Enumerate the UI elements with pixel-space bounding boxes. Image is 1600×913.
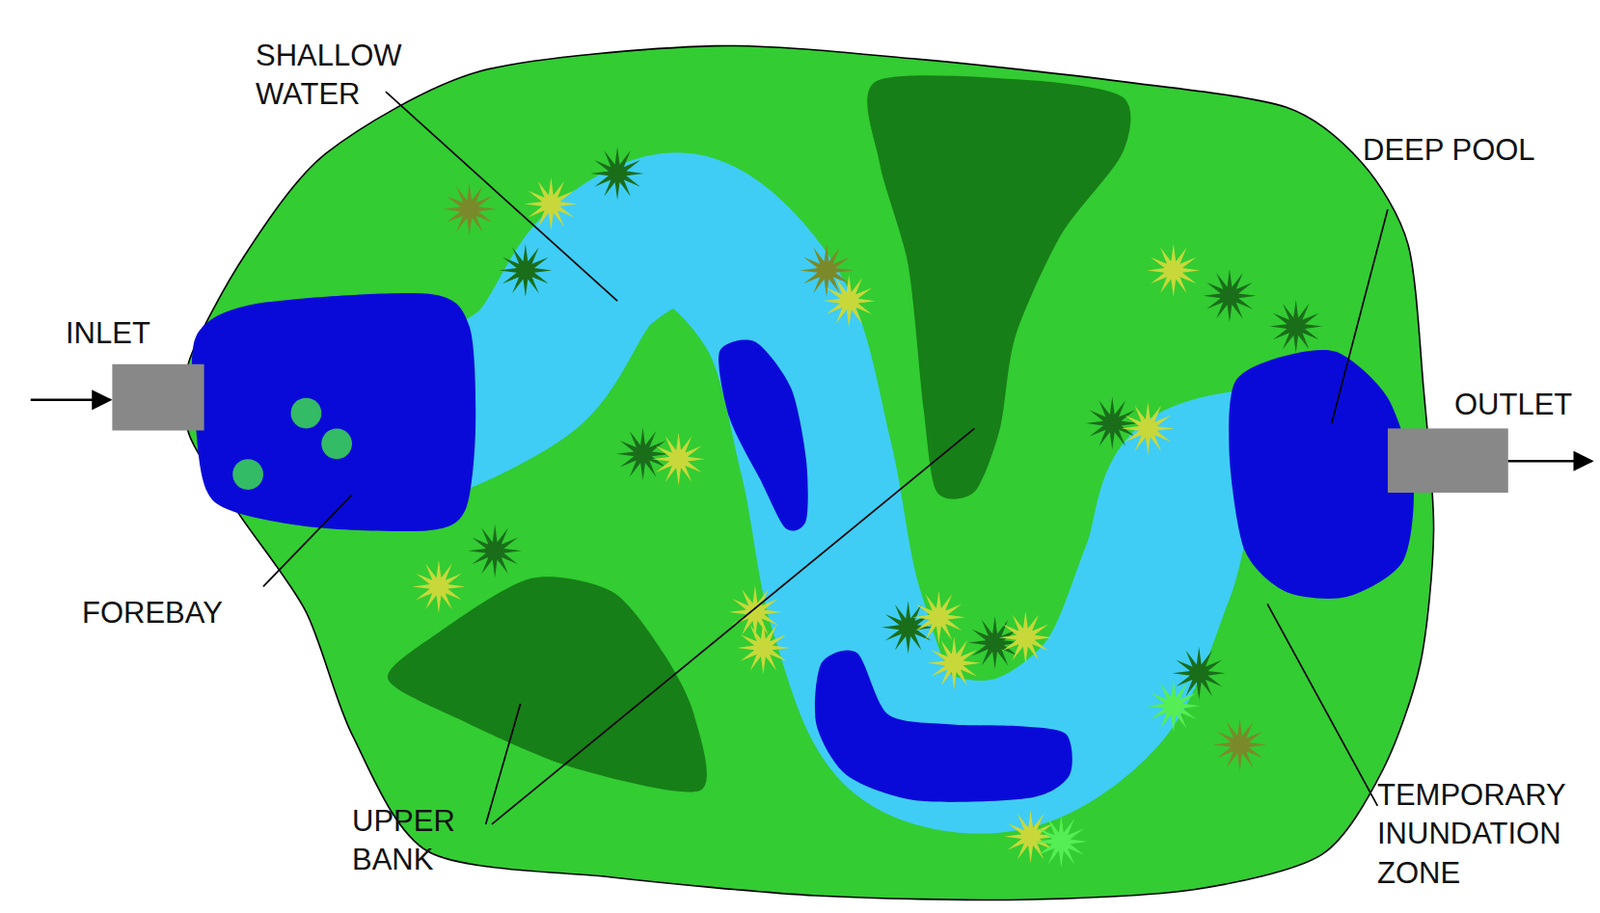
deep-pool-area [718,340,809,532]
leader-line [385,91,618,301]
plant-symbol [591,146,645,200]
plant-symbol [524,177,578,231]
leader-line [1267,603,1378,807]
upper-bank-area [387,576,707,792]
plant-symbol [442,182,496,236]
plant-symbol [1269,299,1323,353]
submerged-plant [321,428,353,460]
plant-symbol [616,427,670,481]
plant-symbol [411,560,465,614]
plant-symbol [1085,397,1139,451]
plant-symbol [468,524,522,578]
part-label: SHALLOW WATER [255,36,434,115]
submerged-plant [232,459,264,490]
part-label: OUTLET [1454,385,1573,425]
part-label: INLET [65,314,151,353]
plant-symbol [736,621,790,675]
plant-symbol [1146,244,1200,298]
part-label: TEMPORARY INUNDATION ZONE [1377,776,1595,894]
plant-symbol [999,611,1053,665]
plant-symbol [1146,679,1200,733]
plant-symbol [651,433,706,487]
deep-pool-area [191,293,476,532]
plant-symbol [800,244,854,298]
plant-symbol [1121,402,1175,456]
leader-line [491,428,975,825]
plant-symbol [912,591,966,645]
deep-pool-area [1228,350,1414,599]
inlet-pipe [111,364,204,432]
part-label: DEEP POOL [1362,131,1536,170]
wetland-outline [183,45,1434,900]
plant-symbol [1034,814,1088,868]
deep-pool-area [814,650,1073,802]
leader-line [486,704,521,825]
leader-line [263,494,353,587]
plant-symbol [498,244,552,298]
plant-symbol [822,274,876,328]
plant-symbol [1202,269,1256,323]
outlet-pipe [1387,428,1509,493]
leader-line [1331,209,1388,424]
part-label: FOREBAY [81,594,223,633]
plant-symbol [1213,718,1267,772]
plant-symbol [927,636,981,690]
outflow-arrow [1508,460,1593,463]
part-label: UPPER BANK [352,802,507,881]
submerged-plant [291,398,323,430]
inflow-arrow [30,398,111,402]
